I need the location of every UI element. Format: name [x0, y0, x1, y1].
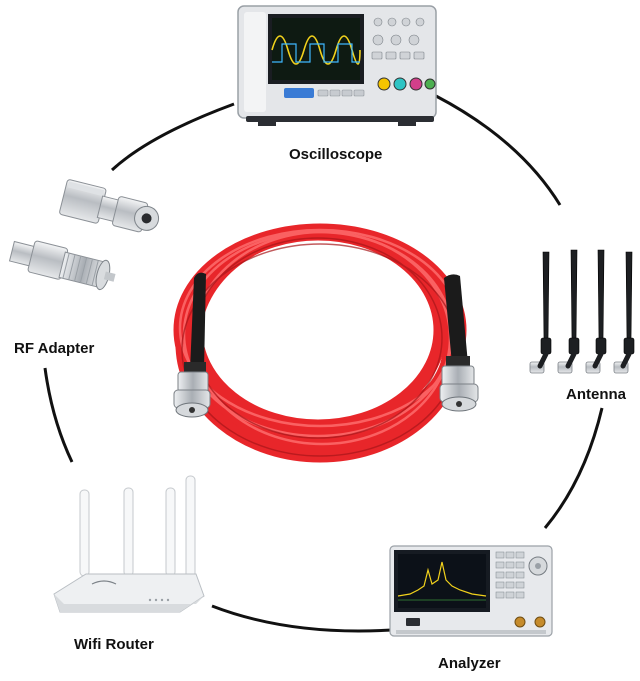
bnc-cable-icon — [173, 223, 479, 463]
oscilloscope-icon — [237, 5, 437, 126]
ring-segment-osc-ant — [435, 94, 562, 206]
label-analyzer: Analyzer — [438, 655, 501, 672]
wifi-router-icon — [53, 475, 205, 613]
ring-segment-ant-ana — [543, 407, 604, 529]
antenna-icon — [529, 249, 635, 374]
connection-ring — [43, 94, 604, 633]
ring-segment-wifi-ana — [211, 604, 393, 633]
spectrum-analyzer-icon — [389, 545, 553, 637]
label-oscilloscope: Oscilloscope — [289, 146, 383, 163]
rf-adapter-icon — [8, 179, 160, 291]
label-wifi-router: Wifi Router — [74, 636, 154, 653]
label-antenna: Antenna — [566, 386, 626, 403]
label-rf-adapter: RF Adapter — [14, 340, 95, 357]
ring-segment-osc-rf — [110, 102, 235, 172]
ring-segment-rf-wifi — [43, 367, 74, 463]
